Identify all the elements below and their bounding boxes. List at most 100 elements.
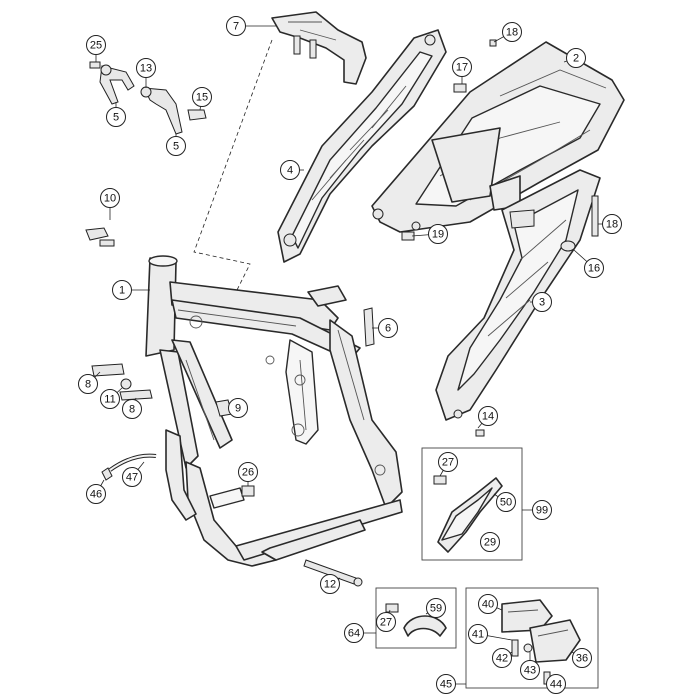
callout-label: 40 xyxy=(482,599,494,611)
callout-9: 9 xyxy=(228,398,248,418)
side-bracket-part xyxy=(435,169,601,421)
callout-46: 46 xyxy=(86,479,106,504)
callout-circle xyxy=(238,462,258,482)
callout-59: 59 xyxy=(425,598,446,618)
callout-circle xyxy=(122,467,142,487)
callout-26: 26 xyxy=(238,462,258,486)
callout-label: 6 xyxy=(385,323,391,335)
callout-label: 11 xyxy=(104,394,115,406)
callout-label: 25 xyxy=(90,40,102,52)
callout-circle xyxy=(496,492,516,512)
callout-label: 50 xyxy=(500,497,512,509)
callout-label: 18 xyxy=(606,219,618,231)
callout-4: 4 xyxy=(280,160,304,180)
callout-5b: 5 xyxy=(166,134,186,156)
bolt-26-hardware xyxy=(241,485,255,497)
callout-10: 10 xyxy=(100,188,120,220)
callout-label: 47 xyxy=(126,472,138,484)
callout-label: 15 xyxy=(196,92,208,104)
callout-label: 18 xyxy=(506,27,518,39)
callout-circle xyxy=(428,224,448,244)
callout-label: 19 xyxy=(432,229,444,241)
callout-circle xyxy=(438,452,458,472)
callout-circle xyxy=(492,648,512,668)
callout-circle xyxy=(546,674,566,694)
callout-19: 19 xyxy=(411,224,448,244)
callout-circle xyxy=(502,22,522,42)
callout-circle xyxy=(602,214,622,234)
callout-circle xyxy=(280,160,300,180)
callout-circle xyxy=(572,648,592,668)
long-bolt-hardware xyxy=(303,559,363,587)
callout-circle xyxy=(226,16,246,36)
callout-label: 2 xyxy=(573,53,579,65)
callout-label: 59 xyxy=(430,603,442,615)
callout-label: 27 xyxy=(442,457,454,469)
callout-circle xyxy=(452,57,472,77)
callout-99: 99 xyxy=(522,500,552,520)
group-box-99 xyxy=(421,447,523,561)
callout-circle xyxy=(344,623,364,643)
callout-label: 9 xyxy=(235,403,241,415)
callout-circle xyxy=(100,188,120,208)
callout-circle xyxy=(136,58,156,78)
callout-label: 42 xyxy=(496,653,508,665)
callout-circle xyxy=(320,574,340,594)
callout-circle xyxy=(566,48,586,68)
main-frame-part xyxy=(145,255,403,567)
callout-13: 13 xyxy=(136,58,156,88)
callout-circle xyxy=(376,612,396,632)
pin-hardware xyxy=(363,307,375,347)
callout-label: 12 xyxy=(324,579,336,591)
callout-7: 7 xyxy=(226,16,276,36)
callout-label: 17 xyxy=(456,62,468,74)
callout-circle xyxy=(228,398,248,418)
callout-circle xyxy=(86,35,106,55)
callout-circle xyxy=(192,87,212,107)
top-bracket-part xyxy=(271,11,367,85)
callout-1: 1 xyxy=(112,280,150,300)
callout-47: 47 xyxy=(122,461,145,487)
callout-circle xyxy=(106,107,126,127)
callout-circle xyxy=(584,258,604,278)
callout-label: 10 xyxy=(104,193,116,205)
callout-circle xyxy=(480,532,500,552)
callout-circle xyxy=(122,399,142,419)
callout-27a: 27 xyxy=(438,452,458,477)
callout-label: 46 xyxy=(90,489,102,501)
callout-label: 27 xyxy=(380,617,392,629)
callout-circle xyxy=(468,624,488,644)
rear-subframe-part xyxy=(371,41,625,233)
callout-label: 4 xyxy=(287,165,293,177)
callout-40: 40 xyxy=(478,594,503,614)
callout-label: 29 xyxy=(484,537,496,549)
callout-circle xyxy=(532,292,552,312)
callout-circle xyxy=(426,598,446,618)
callout-44: 44 xyxy=(546,674,566,694)
callout-15: 15 xyxy=(192,87,212,111)
engine-mount-hardware xyxy=(89,61,207,135)
callout-label: 1 xyxy=(119,285,125,297)
callout-8b: 8 xyxy=(122,397,142,419)
callout-circle xyxy=(166,136,186,156)
callout-42: 42 xyxy=(492,648,513,668)
callout-18a: 18 xyxy=(493,22,522,43)
callout-43: 43 xyxy=(520,652,540,680)
subframe-hardware xyxy=(401,39,599,437)
callout-label: 45 xyxy=(440,679,452,691)
callout-14: 14 xyxy=(477,406,498,429)
callout-16: 16 xyxy=(573,249,604,278)
callout-label: 41 xyxy=(472,629,484,641)
callout-circle xyxy=(78,374,98,394)
callout-label: 36 xyxy=(576,653,588,665)
callout-5a: 5 xyxy=(106,102,126,127)
callout-label: 8 xyxy=(85,379,91,391)
callout-25: 25 xyxy=(86,35,106,62)
callout-50: 50 xyxy=(493,492,516,512)
callout-45: 45 xyxy=(436,674,466,694)
callout-17: 17 xyxy=(452,57,472,84)
construction-lines xyxy=(193,39,273,293)
bolt-set-hardware xyxy=(91,363,153,401)
callout-layer: 7 18 25 13 17 2 15 5 5 4 10 19 18 16 1 36 8 11 8 9 14 27 26 47 4… xyxy=(78,16,622,694)
